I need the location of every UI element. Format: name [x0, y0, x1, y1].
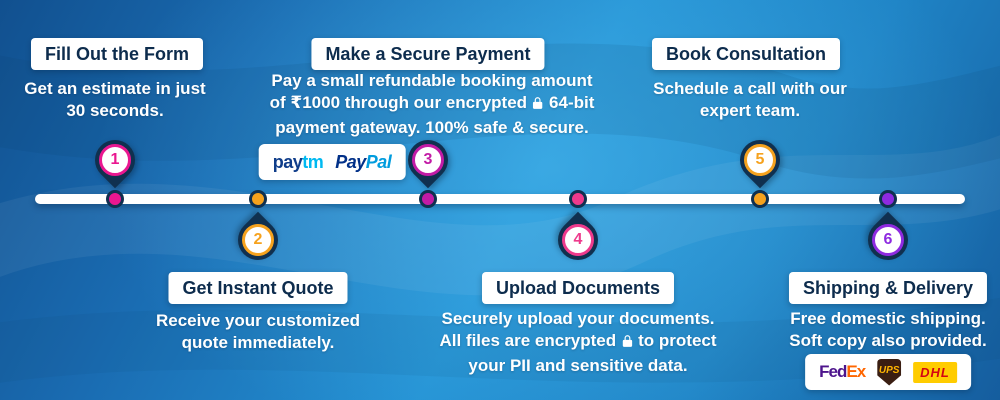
step-2-pin: 2 — [229, 211, 287, 269]
fedex-logo: FedEx — [819, 362, 866, 381]
step-2-number: 2 — [242, 224, 274, 256]
step-6-number: 6 — [872, 224, 904, 256]
step-2-description: Receive your customized quote immediatel… — [155, 311, 361, 353]
timeline-dot-6 — [879, 190, 897, 208]
step-5-title: Book Consultation — [652, 38, 840, 70]
step-1-title: Fill Out the Form — [31, 38, 203, 70]
timeline-dot-3 — [419, 190, 437, 208]
step-5-pin: 5 — [731, 131, 789, 189]
step-4-number: 4 — [562, 224, 594, 256]
step-4-pin: 4 — [549, 211, 607, 269]
step-5-number: 5 — [744, 144, 776, 176]
timeline-dot-1 — [106, 190, 124, 208]
payment-logos: paytm PayPal — [258, 144, 406, 180]
dhl-logo: DHL — [913, 361, 957, 383]
lock-icon — [620, 332, 634, 354]
step-4-description: Securely upload your documents. All file… — [439, 309, 717, 375]
step-5-description: Schedule a call with our expert team. — [653, 79, 847, 121]
ups-logo: UPS — [877, 358, 902, 386]
step-6-pin: 6 — [859, 211, 917, 269]
timeline-bar — [35, 194, 965, 204]
shipping-logos: FedEx UPS DHL — [805, 354, 971, 390]
step-3-number: 3 — [412, 144, 444, 176]
step-3-title: Make a Secure Payment — [311, 38, 545, 70]
step-1-pin: 1 — [86, 131, 144, 189]
step-2-title: Get Instant Quote — [168, 272, 348, 304]
step-3-description: Pay a small refundable booking amount of… — [269, 71, 595, 137]
paypal-logo: PayPal — [335, 151, 392, 172]
step-6-title: Shipping & Delivery — [788, 272, 988, 304]
timeline-dot-4 — [569, 190, 587, 208]
lock-icon — [531, 94, 545, 116]
step-1-description: Get an estimate in just 30 seconds. — [24, 79, 206, 121]
timeline-dot-5 — [751, 190, 769, 208]
step-6-description: Free domestic shipping. Soft copy also p… — [789, 309, 987, 351]
step-3-pin: 3 — [399, 131, 457, 189]
timeline-dot-2 — [249, 190, 267, 208]
step-4-title: Upload Documents — [481, 272, 675, 304]
paytm-logo: paytm — [272, 151, 324, 172]
step-1-number: 1 — [99, 144, 131, 176]
